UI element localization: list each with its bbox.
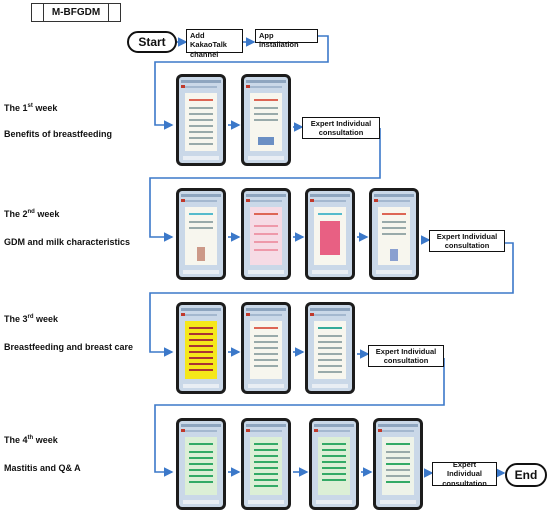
phone-screen (376, 421, 420, 507)
phone-week4-1 (176, 418, 226, 510)
title-left-bar (32, 4, 44, 21)
content-card (185, 93, 217, 151)
start-node: Start (127, 31, 177, 53)
phone-week3-3 (305, 302, 355, 394)
phone-week3-1 (176, 302, 226, 394)
title-right-bar (108, 4, 120, 21)
content-card (250, 207, 282, 265)
week-2-topic: GDM and milk characteristics (4, 237, 131, 247)
expert-consultation-week-1: Expert Individual consultation (302, 117, 380, 139)
expert-consultation-week-3: Expert Individual consultation (368, 345, 444, 367)
phone-week2-2 (241, 188, 291, 280)
add-kakaotalk-channel-box: Add KakaoTalk channel (186, 29, 243, 59)
content-card (378, 207, 410, 265)
arrow-w1-expert-to-week2 (149, 128, 381, 242)
phone-screen (179, 305, 223, 391)
content-card (318, 437, 350, 495)
week-1-topic: Benefits of breastfeeding (4, 129, 113, 139)
content-card (382, 437, 414, 495)
expert-consultation-week-2: Expert Individual consultation (429, 230, 505, 252)
arrow-app-to-week1 (154, 35, 329, 130)
week-2-label: The 2nd week (4, 209, 60, 219)
arrow-w3-expert-to-week4 (154, 358, 445, 477)
content-card (185, 207, 217, 265)
phone-week4-4 (373, 418, 423, 510)
phone-week4-2 (241, 418, 291, 510)
expert-consultation-week-4: Expert Individual consultation (432, 460, 497, 488)
phone-week2-4 (369, 188, 419, 280)
phone-week4-3 (309, 418, 359, 510)
phone-screen (312, 421, 356, 507)
app-installation-box: App installation (255, 29, 318, 49)
diagram-title: M-BFGDM (51, 7, 101, 18)
phone-week1-1 (176, 74, 226, 166)
phone-screen (244, 191, 288, 277)
phone-week2-3 (305, 188, 355, 280)
week-3-label: The 3rd week (4, 314, 59, 324)
week-3-topic: Breastfeeding and breast care (4, 342, 134, 352)
week-4-label: The 4th week (4, 435, 58, 445)
phone-screen (308, 191, 352, 277)
phone-screen (308, 305, 352, 391)
phone-week2-1 (176, 188, 226, 280)
content-card (185, 321, 217, 379)
week-1-label: The 1st week (4, 103, 58, 113)
content-card (250, 321, 282, 379)
end-node: End (505, 463, 547, 487)
phone-screen (244, 77, 288, 163)
arrow-w2-expert-to-week3 (149, 242, 514, 357)
phone-screen (179, 191, 223, 277)
phone-screen (244, 421, 288, 507)
content-card (314, 321, 346, 379)
phone-screen (179, 421, 223, 507)
content-card (250, 93, 282, 151)
week-4-topic: Mastitis and Q& A (4, 463, 81, 473)
phone-week3-2 (241, 302, 291, 394)
content-card (314, 207, 346, 265)
content-card (185, 437, 217, 495)
phone-screen (372, 191, 416, 277)
phone-screen (179, 77, 223, 163)
phone-screen (244, 305, 288, 391)
phone-week1-2 (241, 74, 291, 166)
content-card (250, 437, 282, 495)
diagram-title-box: M-BFGDM (31, 3, 121, 22)
